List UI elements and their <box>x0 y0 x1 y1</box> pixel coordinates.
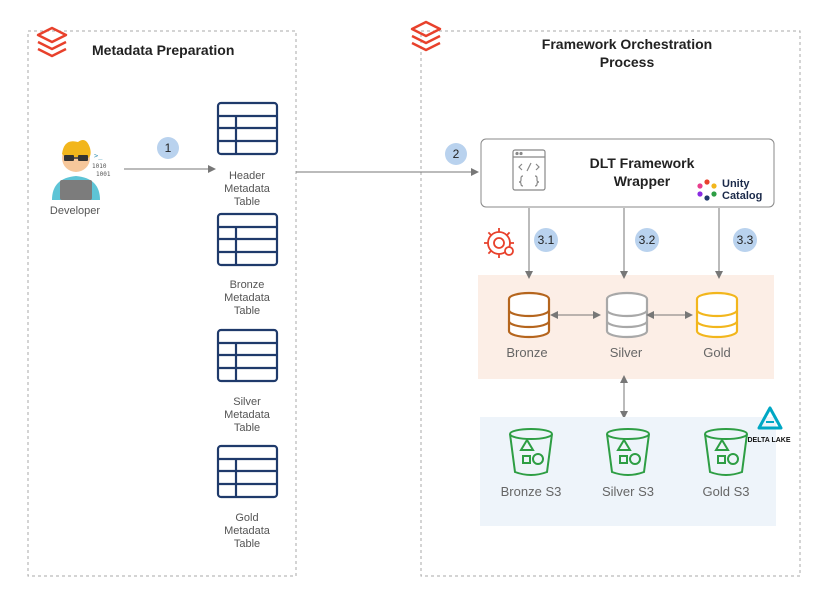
gear-user-icon <box>484 228 514 258</box>
metadata-table-label: Table <box>234 305 260 317</box>
step-badge-3-3 <box>733 228 757 252</box>
code-window-icon <box>512 149 546 191</box>
silver-database-icon <box>605 291 649 339</box>
metadata-table-label: Metadata <box>224 292 271 304</box>
metadata-table-icon <box>216 444 279 499</box>
wrapper-label-line-2: Wrapper <box>614 173 671 189</box>
orchestration-title-line-2: Process <box>600 54 655 70</box>
step-badge-3-2 <box>635 228 659 252</box>
unity-catalog-line-2: Catalog <box>722 190 762 202</box>
bucket-label: Silver S3 <box>602 484 654 499</box>
wrapper-label-line-1: DLT Framework <box>590 155 695 171</box>
metadata-table-label: Silver <box>233 396 261 408</box>
bucket-icon <box>704 428 748 476</box>
step-label-3-3: 3.3 <box>737 233 754 247</box>
delta-lake-icon <box>757 406 783 430</box>
metadata-table-label: Metadata <box>224 183 271 195</box>
dlt-framework-wrapper-box <box>480 138 775 208</box>
unity-catalog-icon <box>697 179 717 201</box>
bucket-label: Bronze S3 <box>501 484 562 499</box>
databricks-logo-icon <box>410 20 442 52</box>
unity-catalog-line-1: Unity <box>722 178 750 190</box>
databricks-logo-icon <box>36 26 68 58</box>
step-label-3-1: 3.1 <box>538 233 555 247</box>
bucket-icon <box>606 428 650 476</box>
metadata-table-icon <box>216 328 279 383</box>
layer-label-gold: Gold <box>703 345 730 360</box>
metadata-table-label: Bronze <box>230 279 265 291</box>
bucket-icon <box>509 428 553 476</box>
layer-label-silver: Silver <box>610 345 643 360</box>
metadata-table-label: Metadata <box>224 409 271 421</box>
step-label-2: 2 <box>453 147 460 161</box>
step-label-1: 1 <box>165 141 172 155</box>
gold-database-icon <box>695 291 739 339</box>
step-badge-1 <box>157 137 179 159</box>
metadata-table-label: Table <box>234 422 260 434</box>
metadata-tables: HeaderMetadataTableBronzeMetadataTableSi… <box>216 101 279 550</box>
metadata-table-label: Metadata <box>224 525 271 537</box>
svg-text:1001: 1001 <box>96 171 111 178</box>
svg-text:1010: 1010 <box>92 163 107 170</box>
metadata-table-label: Gold <box>235 512 258 524</box>
svg-text:>_: >_ <box>94 152 103 160</box>
delta-lake-label: DELTA LAKE <box>747 437 790 444</box>
step-label-3-2: 3.2 <box>639 233 656 247</box>
developer-label: Developer <box>50 205 100 217</box>
s3-buckets: Bronze S3 Silver S3 Gold S3 <box>501 428 750 499</box>
metadata-table-label: Table <box>234 196 260 208</box>
metadata-preparation-panel <box>27 30 297 577</box>
developer-icon: >_ 1010 1001 <box>52 140 111 200</box>
metadata-section-title: Metadata Preparation <box>92 42 234 58</box>
step-badge-2 <box>445 143 467 165</box>
metadata-table-icon <box>216 212 279 267</box>
orchestration-title-line-1: Framework Orchestration <box>542 36 712 52</box>
metadata-table-label: Table <box>234 538 260 550</box>
metadata-table-icon <box>216 101 279 156</box>
layer-label-bronze: Bronze <box>506 345 547 360</box>
metadata-table-label: Header <box>229 170 265 182</box>
s3-storage-band <box>480 417 776 526</box>
step-badge-3-1 <box>534 228 558 252</box>
bronze-database-icon <box>507 291 551 339</box>
bucket-label: Gold S3 <box>703 484 750 499</box>
